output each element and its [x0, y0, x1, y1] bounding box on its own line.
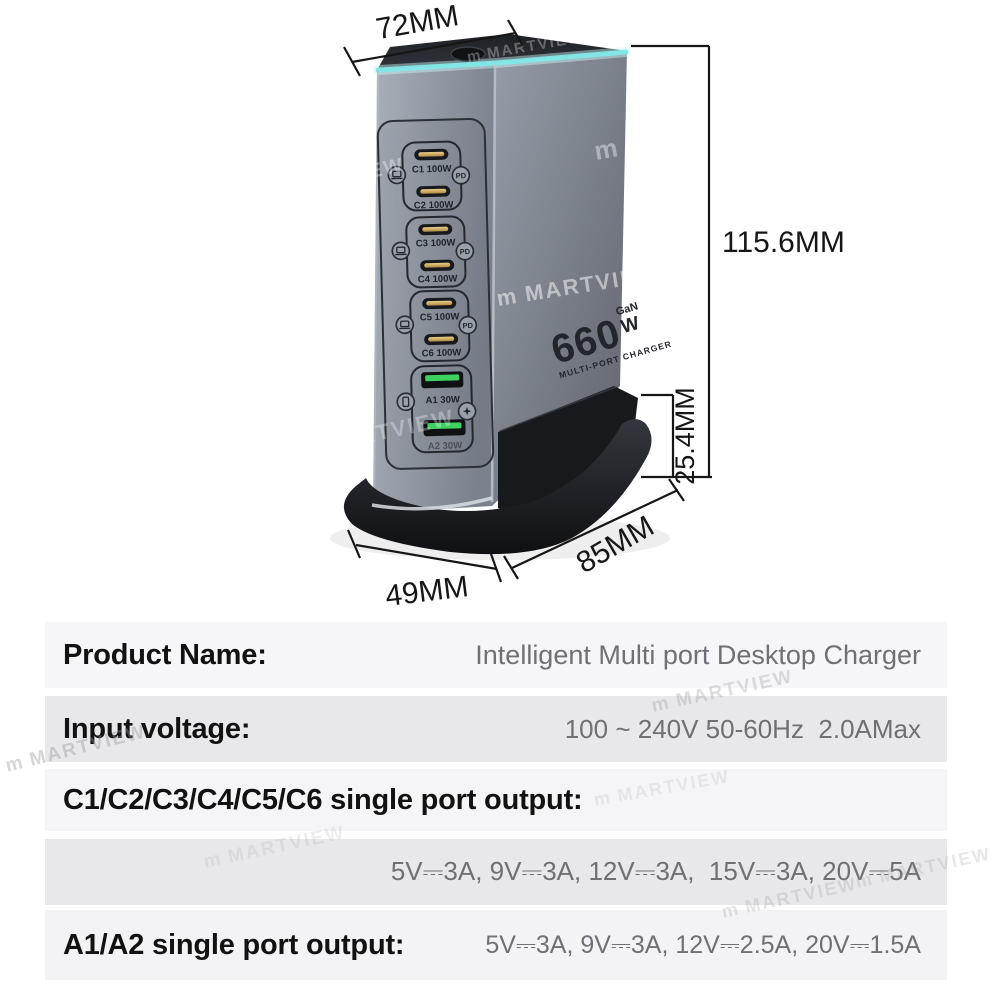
phone-badge — [396, 392, 416, 412]
dim-base-height-label: 25.4MM — [670, 387, 700, 485]
pd-badge-label: PD — [460, 247, 471, 256]
port-label-a2: A2 30W — [428, 440, 463, 452]
device-side-face — [492, 51, 627, 506]
laptop-badge — [395, 315, 415, 335]
port-label-c4: C4 100W — [418, 273, 458, 285]
port-label-c3: C3 100W — [416, 237, 456, 249]
dim-top-width-label: 72MM — [373, 0, 461, 46]
spec-table: Product Name: Intelligent Multi port Des… — [45, 622, 947, 980]
stand-ramp-edge — [499, 386, 617, 432]
port-label-c2: C2 100W — [414, 199, 454, 211]
stand-ramp — [498, 386, 638, 524]
dim-height-label: 115.6MM — [722, 226, 845, 259]
spec-label: C1/C2/C3/C4/C5/C6 single port output: — [63, 783, 583, 816]
led-rim — [375, 49, 629, 73]
pd-badge — [455, 241, 475, 261]
spec-label: Input voltage: — [63, 712, 251, 745]
watermark-logo: m — [3, 751, 27, 777]
dim-tick — [346, 529, 362, 559]
spec-label: Product Name: — [63, 638, 267, 671]
port-panel: C1 100W C2 100W PD C3 100W C4 100W PD C5… — [376, 118, 495, 470]
dim-tick — [507, 19, 524, 47]
dim-line — [355, 543, 498, 571]
usb-a-pin-a2 — [427, 422, 462, 430]
laptop-badge — [391, 241, 411, 261]
spec-label: A1/A2 single port output: — [63, 928, 405, 961]
dim-front-width-label: 49MM — [383, 570, 470, 613]
dim-tick — [668, 478, 685, 502]
spec-row-product-name: Product Name: Intelligent Multi port Des… — [45, 622, 947, 688]
spec-row-c-port-output: C1/C2/C3/C4/C5/C6 single port output: — [45, 769, 947, 831]
spec-value: 5V⎓3A, 9V⎓3A, 12V⎓3A, 15V⎓3A, 20V⎓5A — [390, 856, 921, 886]
spec-row-input-voltage: Input voltage: 100 ~ 240V 50-60Hz 2.0AMa… — [45, 696, 947, 762]
power-button — [450, 46, 486, 62]
port-label-c1: C1 100W — [412, 163, 452, 175]
usb-c-pin-c2 — [420, 188, 447, 194]
pd-badge — [458, 315, 478, 335]
port-label-c6: C6 100W — [422, 347, 462, 359]
port-label-a1: A1 30W — [425, 394, 460, 406]
usb-c-pin-c1 — [418, 151, 445, 157]
device-top-face — [377, 34, 627, 70]
spec-value: Intelligent Multi port Desktop Charger — [475, 639, 921, 670]
dim-line — [351, 31, 517, 64]
stand-base-plate — [343, 419, 652, 555]
usb-c-pin-c4 — [424, 262, 451, 268]
watermark: mMARTVIEW — [592, 103, 784, 165]
spec-row-c-port-values: 5V⎓3A, 9V⎓3A, 12V⎓3A, 15V⎓3A, 20V⎓5A — [45, 839, 947, 905]
usb-c-pin-c6 — [428, 336, 455, 342]
pd-badge — [451, 165, 471, 185]
pd-badge-label: PD — [462, 321, 473, 330]
dim-tick — [489, 553, 503, 583]
dim-line — [511, 489, 679, 569]
usb-c-pin-c5 — [426, 300, 453, 306]
brand-watt-unit: W — [619, 313, 642, 338]
spec-value: 100 ~ 240V 50-60Hz 2.0AMax — [564, 713, 921, 744]
dimension-annotations — [343, 19, 712, 583]
port-label-c5: C5 100W — [420, 311, 460, 323]
usb-c-pin-c3 — [422, 226, 449, 232]
body-bottom-edge-highlight — [371, 496, 493, 511]
spec-row-a-port-output: A1/A2 single port output: 5V⎓3A, 9V⎓3A, … — [45, 910, 947, 980]
spec-value: 5V⎓3A, 9V⎓3A, 12V⎓2.5A, 20V⎓1.5A — [485, 930, 921, 959]
dim-tick — [343, 46, 361, 77]
dim-tick — [503, 555, 519, 580]
usb-a-pin-a1 — [425, 374, 460, 382]
pd-badge-label: PD — [456, 171, 467, 180]
